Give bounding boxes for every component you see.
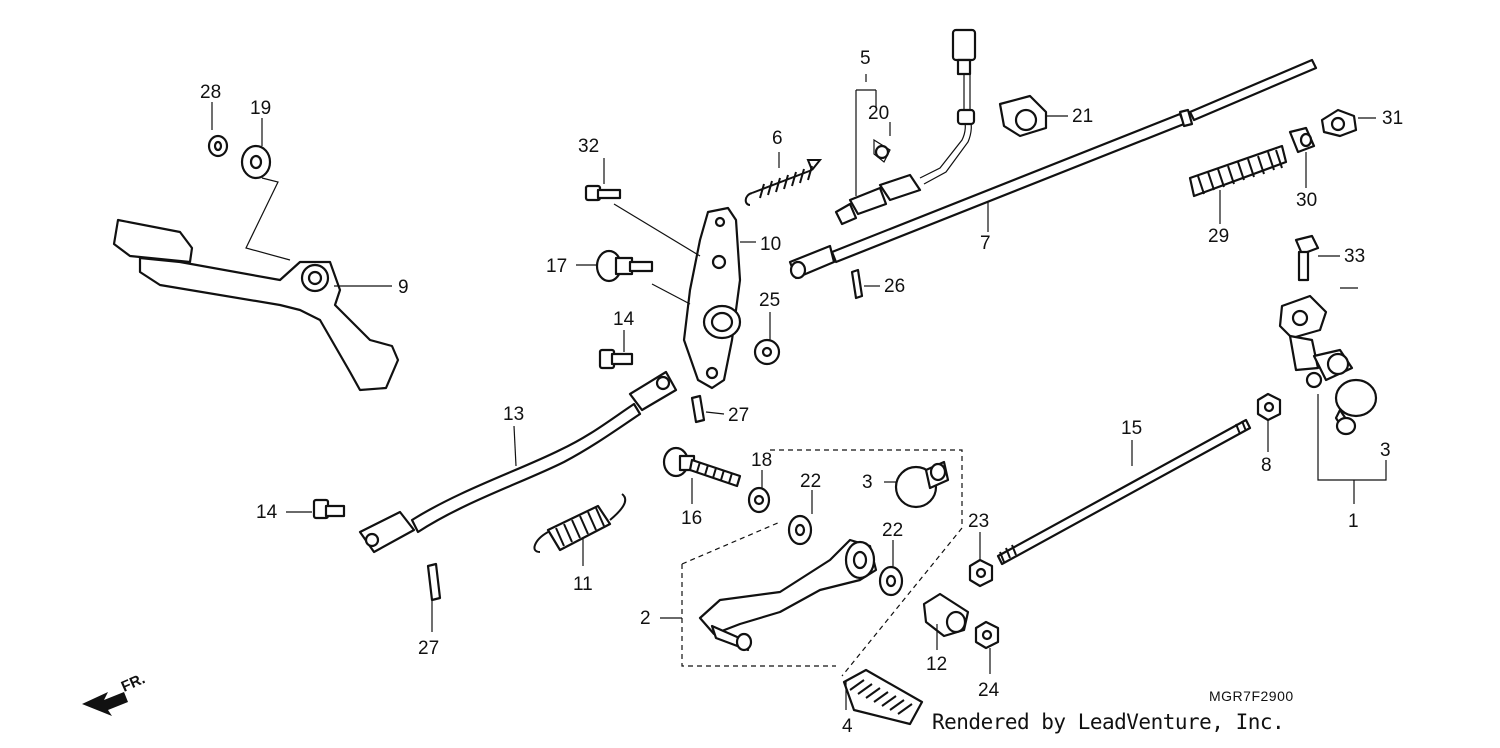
diagram-code: MGR7F2900 (1209, 688, 1294, 704)
clevis-pin-part (312, 498, 346, 520)
callout-14a: 14 (613, 309, 635, 330)
callout-18: 18 (751, 450, 772, 471)
nut-part (974, 620, 1000, 650)
brake-light-switch (834, 28, 977, 226)
pivot-bolt-part (595, 249, 654, 283)
callout-4: 4 (842, 716, 853, 737)
callout-5: 5 (860, 48, 871, 69)
clip-part (873, 138, 891, 163)
callout-6: 6 (772, 128, 783, 149)
washer-part (878, 565, 904, 597)
callout-30: 30 (1296, 190, 1317, 211)
callout-7: 7 (980, 233, 991, 254)
brake-pedal (112, 218, 400, 392)
callout-22a: 22 (800, 471, 821, 492)
washer-part (240, 144, 272, 180)
nut-part (968, 558, 994, 588)
brake-arm-part (698, 538, 878, 652)
callout-27b: 27 (418, 638, 439, 659)
callout-26: 26 (884, 276, 905, 297)
bolt-part (662, 446, 742, 488)
joint-arm-assembly (1278, 294, 1354, 389)
callout-13: 13 (503, 404, 524, 425)
callout-14b: 14 (256, 502, 278, 523)
cotter-pin-part (426, 562, 442, 602)
callout-17: 17 (546, 256, 567, 277)
callout-22b: 22 (882, 520, 903, 541)
brake-arm-plate (682, 206, 742, 390)
callout-31: 31 (1382, 108, 1403, 129)
callout-9: 9 (398, 277, 409, 298)
callout-24: 24 (978, 680, 1000, 701)
spring-part (533, 493, 627, 553)
pedal-rubber-part (842, 668, 924, 726)
brake-rod (996, 418, 1252, 566)
callout-3a: 3 (1380, 440, 1391, 461)
brake-link-rod (358, 370, 678, 554)
washer-part (753, 338, 781, 366)
return-spring-part (1188, 144, 1288, 198)
cotter-pin-part (850, 268, 864, 300)
callout-19: 19 (250, 98, 271, 119)
callout-10: 10 (760, 234, 781, 255)
render-credit: Rendered by LeadVenture, Inc. (932, 710, 1285, 734)
callout-21: 21 (1072, 106, 1093, 127)
brake-cable (788, 58, 1318, 280)
callout-8: 8 (1261, 455, 1272, 476)
callout-20: 20 (868, 103, 889, 124)
callout-27a: 27 (728, 405, 749, 426)
callout-32: 32 (578, 136, 599, 157)
adjust-nut-part (1320, 108, 1358, 138)
callout-23: 23 (968, 511, 989, 532)
callout-29: 29 (1208, 226, 1229, 247)
callout-15: 15 (1121, 418, 1142, 439)
callout-12: 12 (926, 654, 947, 675)
collar-part (1288, 126, 1316, 154)
callout-labels: 1 2 3 3 4 5 6 7 8 9 10 11 12 13 14 14 15… (200, 48, 1403, 737)
clamp-part (998, 94, 1048, 138)
callout-33: 33 (1344, 246, 1365, 267)
washer-part (747, 486, 771, 514)
clevis-pin-part (598, 348, 634, 370)
front-direction-arrow-icon: FR. (82, 670, 148, 716)
callout-28: 28 (200, 82, 221, 103)
spring-part (744, 159, 823, 206)
ball-joint-part (894, 460, 950, 509)
bolt-part (584, 184, 622, 202)
callout-1: 1 (1348, 511, 1359, 532)
front-direction-label: FR. (119, 670, 148, 695)
callout-2: 2 (640, 608, 651, 629)
callout-3b: 3 (862, 472, 873, 493)
washer-part (787, 514, 813, 546)
bolt-part (1294, 234, 1320, 282)
callout-11: 11 (573, 574, 593, 595)
callout-16: 16 (681, 508, 702, 529)
cotter-pin-part (690, 394, 706, 424)
leader-lines (211, 74, 1387, 710)
e-clip-part (207, 134, 229, 158)
ball-joint-part (1334, 378, 1378, 436)
nut-part (1256, 392, 1282, 422)
collar-part (922, 592, 970, 638)
callout-25: 25 (759, 290, 780, 311)
